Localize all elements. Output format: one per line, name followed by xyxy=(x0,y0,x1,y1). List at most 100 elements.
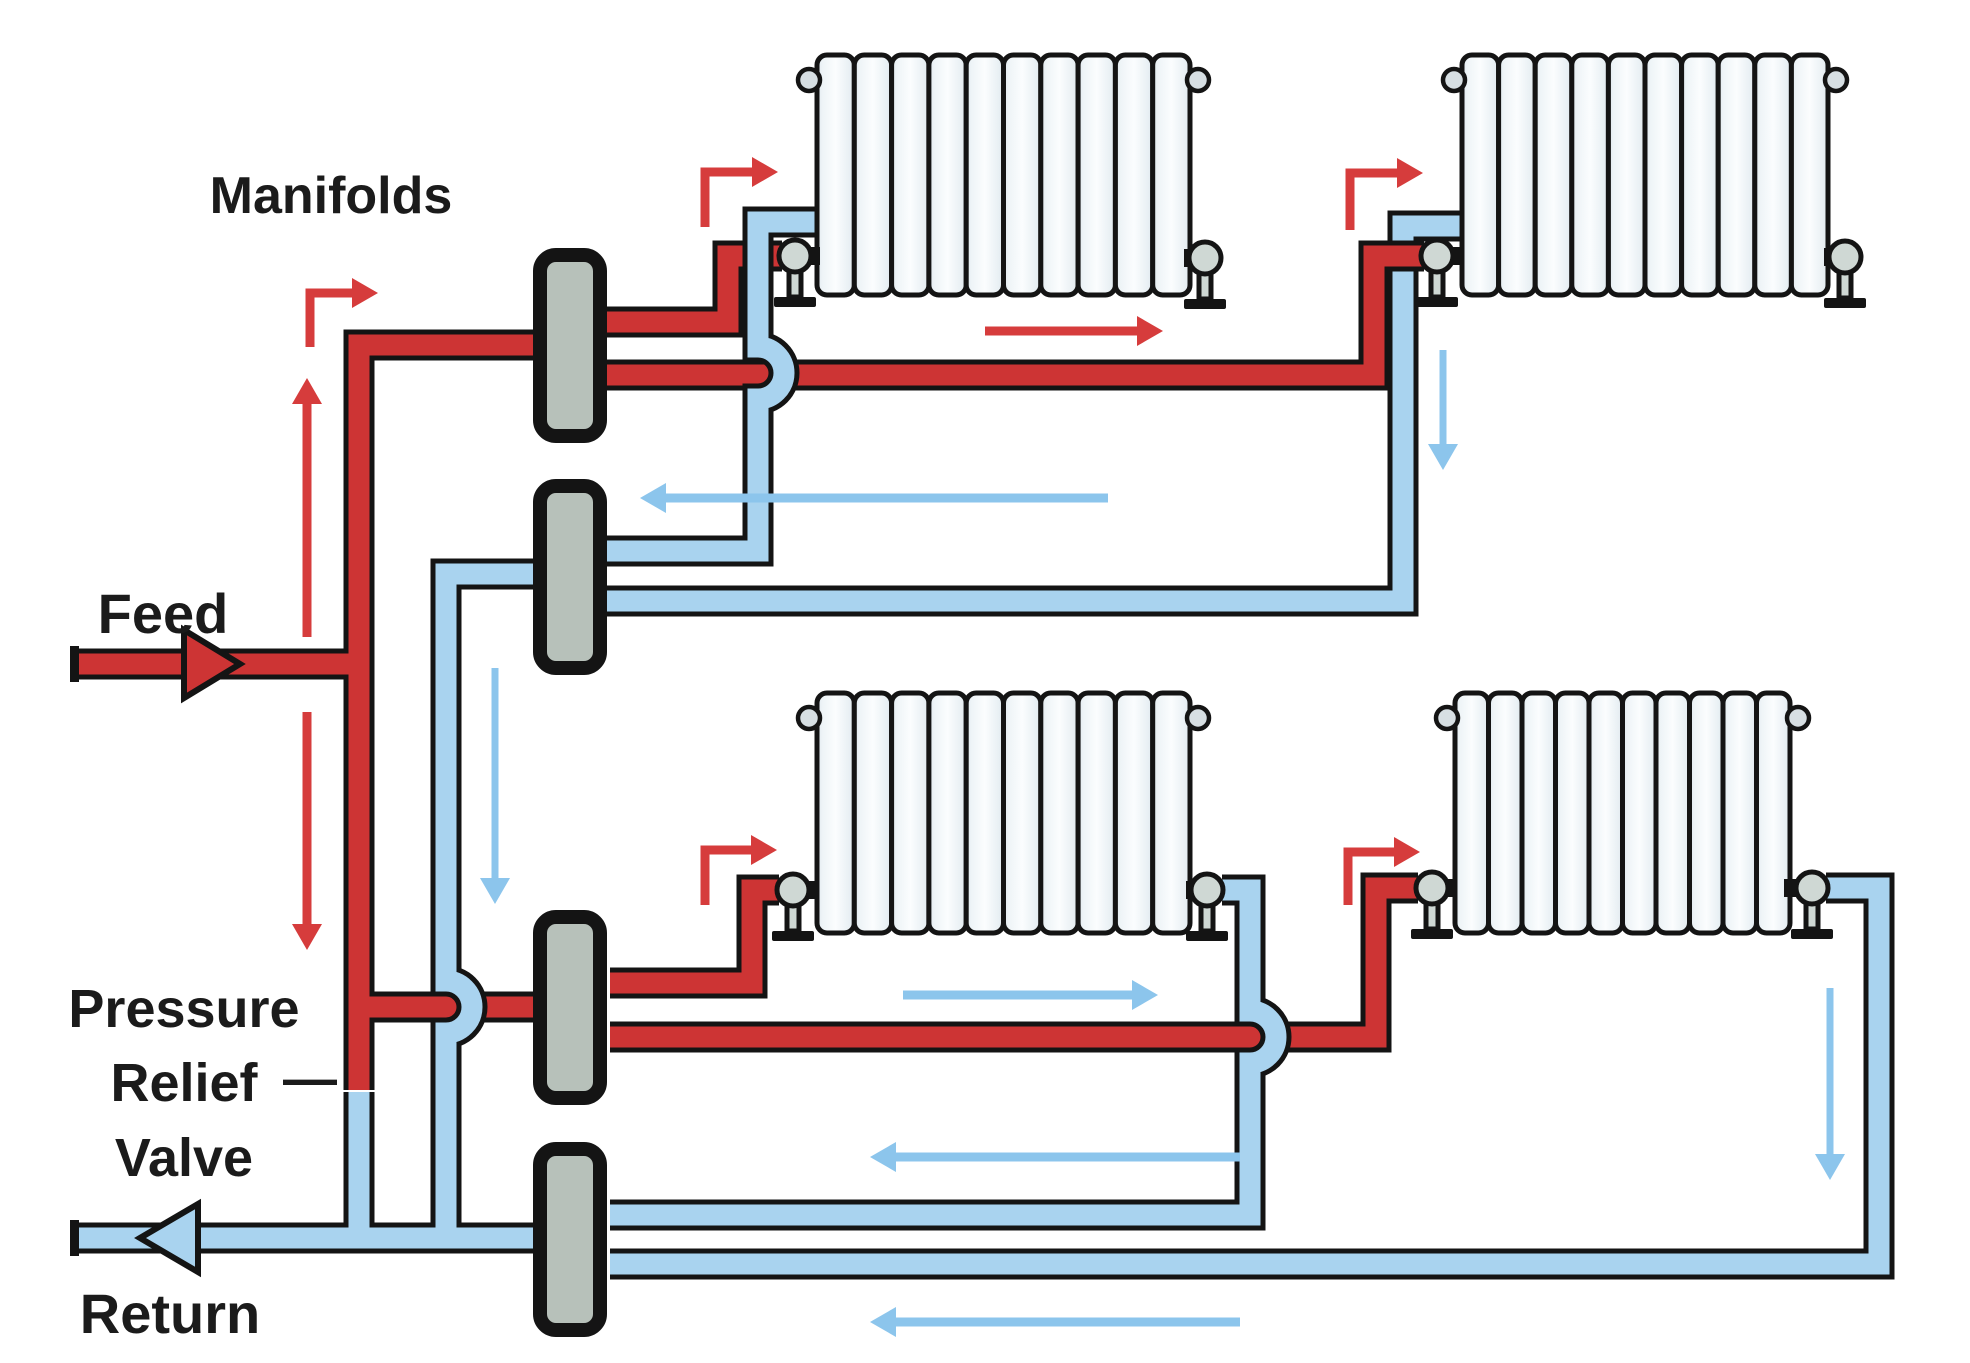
valve-body xyxy=(1188,871,1226,909)
valve-top-left-side xyxy=(1184,239,1226,309)
return-pipe-radiator-top-right xyxy=(607,210,1462,617)
radiator-section xyxy=(963,690,1007,936)
radiator-section xyxy=(1532,52,1575,298)
radiator-section xyxy=(1679,52,1721,298)
radiator-section xyxy=(814,690,857,936)
radiator-section xyxy=(889,52,932,298)
radiator-section xyxy=(1112,690,1156,936)
feed-arrowhead xyxy=(181,624,246,704)
flow-arrowhead-return-bottom-left xyxy=(870,1307,896,1337)
radiator-vent-nub xyxy=(1184,66,1212,94)
valve-body xyxy=(1413,869,1451,907)
valve-body xyxy=(774,871,812,909)
radiator-section xyxy=(814,52,857,298)
radiator-section xyxy=(1754,690,1793,936)
feed-riser-pipe xyxy=(348,334,533,1090)
radiator-vent-nub xyxy=(1433,704,1461,732)
radiator-top-left xyxy=(795,52,1212,298)
valve-body xyxy=(1793,869,1831,907)
radiator-section xyxy=(1075,52,1118,298)
radiator-section xyxy=(1715,52,1758,298)
radiator-section xyxy=(1001,690,1044,936)
radiator-section xyxy=(1642,52,1685,298)
valve-foot xyxy=(1411,929,1453,939)
radiator-section xyxy=(1720,690,1759,936)
manifolds-label: Manifolds xyxy=(210,167,453,225)
flow-arrowhead-radiator-top-left-in xyxy=(752,157,778,187)
radiator-section xyxy=(1569,52,1611,298)
radiators xyxy=(795,52,1850,936)
return-pipe-bottomleft xyxy=(610,879,1287,1226)
radiator-section xyxy=(1620,690,1659,936)
radiator-section xyxy=(1586,690,1625,936)
radiator-section xyxy=(1452,690,1491,936)
radiator-section xyxy=(1038,52,1081,298)
radiator-section xyxy=(1553,690,1592,936)
radiator-section xyxy=(1605,52,1648,298)
radiator-vent-nub xyxy=(795,704,823,732)
valve-body xyxy=(1186,239,1224,277)
valve-body xyxy=(1418,237,1456,275)
radiator-section xyxy=(1486,690,1525,936)
valve-bottom-left-feed xyxy=(772,871,818,941)
flow-arrowhead-return-topright-down xyxy=(1428,444,1458,470)
valve-body xyxy=(776,237,814,275)
manifold-feed-lower xyxy=(533,910,607,1105)
valve-foot xyxy=(772,931,814,941)
flow-arrowhead-return-lower-left xyxy=(870,1142,896,1172)
flow-arrow-feed-riser-top xyxy=(305,288,352,347)
radiator-section xyxy=(1788,52,1831,298)
flow-arrowhead-riser-up xyxy=(292,378,322,404)
manifolds xyxy=(533,248,607,1337)
valve-foot xyxy=(1184,299,1226,309)
radiator-vent-nub xyxy=(795,66,823,94)
return-pipe-core xyxy=(607,215,1462,612)
flow-arrowhead-return-upper-left xyxy=(640,483,666,513)
radiator-bottom-left xyxy=(795,690,1212,936)
radiator-section xyxy=(889,690,932,936)
feed-pipe-bottomleft xyxy=(610,879,779,994)
valve-foot xyxy=(1824,298,1866,308)
flow-arrowhead-feed-bottom-right xyxy=(1132,980,1158,1010)
radiator-section xyxy=(1150,52,1193,298)
return-pipe-endcap xyxy=(70,1220,79,1256)
flow-arrowhead-return-riser-down xyxy=(480,878,510,904)
return-pipe-bottomright xyxy=(610,877,1890,1275)
valve-top-left-feed xyxy=(774,237,820,307)
manifold-return-lower xyxy=(533,1142,607,1337)
valve-body xyxy=(1826,238,1864,276)
valve-foot xyxy=(1186,931,1228,941)
feed-pipe-bottomright xyxy=(610,877,1418,1048)
radiator-section xyxy=(926,52,969,298)
flow-arrow-radiator-bottom-right-in xyxy=(1343,847,1394,905)
flow-arrowhead-radiator-top-right-in xyxy=(1397,158,1423,188)
radiator-section xyxy=(851,52,895,298)
valve-foot xyxy=(774,297,816,307)
radiator-vent-nub xyxy=(1784,704,1812,732)
return-pipe-topleft xyxy=(607,211,817,562)
return-arrowhead xyxy=(134,1198,201,1278)
manifold-feed-upper xyxy=(533,248,607,443)
radiator-section xyxy=(1519,690,1558,936)
flow-arrowhead-riser-down xyxy=(292,924,322,950)
flow-arrow-radiator-top-right-in xyxy=(1345,168,1397,230)
radiator-top-right xyxy=(1440,52,1850,298)
radiator-section xyxy=(1752,52,1794,298)
radiator-section xyxy=(1112,52,1156,298)
flow-arrow-radiator-bottom-left-in xyxy=(700,845,751,905)
pressure-relief-pointer-dash: — xyxy=(283,1049,337,1109)
pressure-relief-label-line3: Valve xyxy=(115,1128,253,1188)
valves xyxy=(772,237,1866,941)
valve-bottom-right-return xyxy=(1784,869,1833,939)
return-riser-pipe xyxy=(435,563,533,1248)
radiator-section xyxy=(1496,52,1538,298)
radiator-bottom-right xyxy=(1433,690,1812,936)
radiator-section xyxy=(1075,690,1118,936)
flow-arrows xyxy=(292,157,1845,1337)
return-label: Return xyxy=(80,1282,260,1345)
valve-bottom-left-return xyxy=(1186,871,1228,941)
radiator-section xyxy=(1653,690,1692,936)
flow-arrowhead-feed-top-right xyxy=(1137,316,1163,346)
radiator-vent-nub xyxy=(1822,66,1850,94)
